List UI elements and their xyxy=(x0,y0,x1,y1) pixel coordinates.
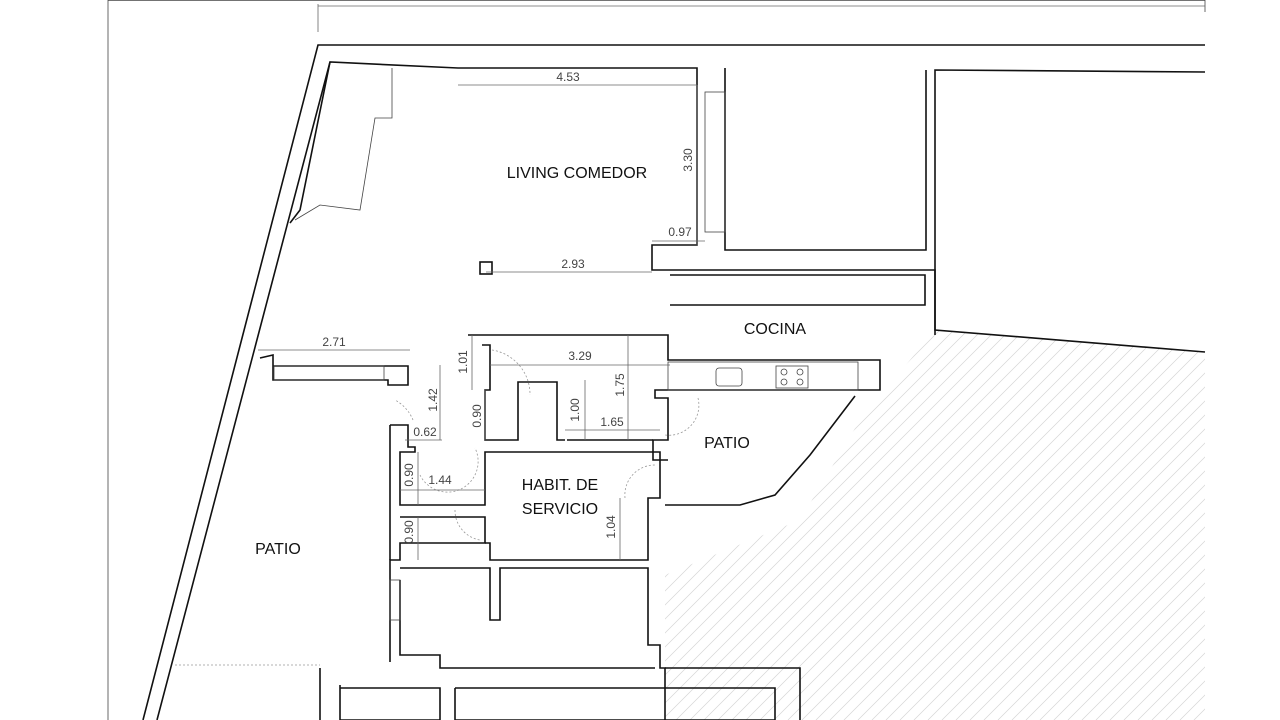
walls xyxy=(142,44,1206,720)
hatch-line xyxy=(829,330,1205,720)
hatch-line xyxy=(675,330,1097,720)
hatch-line xyxy=(1025,330,1205,720)
dimension-lines xyxy=(258,84,705,560)
dimension-label: 0.97 xyxy=(668,225,692,239)
hatch-line xyxy=(703,330,1125,720)
hatch-line xyxy=(1123,330,1205,720)
hatch-line xyxy=(689,330,1111,720)
hatch-line xyxy=(1095,330,1205,720)
hatch-line xyxy=(1109,330,1205,720)
dimension-label: 4.53 xyxy=(556,70,580,84)
dimension-label: 1.65 xyxy=(600,415,624,429)
hatch-line xyxy=(1053,330,1205,720)
hatched-patio-area xyxy=(242,300,1280,720)
hatch-line xyxy=(665,330,705,720)
dimension-label: 1.01 xyxy=(456,350,470,374)
hatch-line xyxy=(1039,330,1205,720)
hatch-line xyxy=(997,330,1205,720)
hatch-line xyxy=(955,330,1205,720)
hatch-line xyxy=(665,330,1083,720)
hatch-line xyxy=(1208,300,1280,720)
hatch-line xyxy=(941,330,1205,720)
dimension-label: 1.00 xyxy=(568,398,582,422)
hatch-line xyxy=(773,330,1195,720)
hatch-line xyxy=(983,330,1205,720)
hatch-line xyxy=(885,330,1205,720)
hatch-line xyxy=(665,330,719,720)
kitchen-counter xyxy=(479,261,859,391)
hatch-line xyxy=(759,330,1181,720)
dimension-label: 3.29 xyxy=(568,349,592,363)
hatch-line xyxy=(1222,300,1280,720)
hatch-line xyxy=(843,330,1205,720)
hatch-line xyxy=(1081,330,1205,720)
hatch-line xyxy=(801,330,1205,720)
hatch-line xyxy=(1067,330,1205,720)
hatch-line xyxy=(1193,330,1205,720)
dimension-label: 3.30 xyxy=(681,148,695,172)
dimension-label: 1.04 xyxy=(604,515,618,539)
hatch-line xyxy=(665,330,1041,720)
dimension-label: 1.75 xyxy=(613,373,627,397)
hatch-line xyxy=(969,330,1205,720)
column xyxy=(479,261,493,275)
hatch-line xyxy=(1250,300,1280,720)
dimension-label: 0.90 xyxy=(470,404,484,428)
dimension-label: 0.62 xyxy=(413,425,437,439)
dimension-label: 0.90 xyxy=(402,520,416,544)
dimension-label: 2.71 xyxy=(322,335,346,349)
hatch-line xyxy=(1165,330,1205,720)
room-label-habitacion: HABIT. DE xyxy=(522,477,598,494)
hatch-line xyxy=(1236,300,1280,720)
sink-icon xyxy=(715,367,743,387)
room-label-patio-left: PATIO xyxy=(255,541,301,558)
hatch-line xyxy=(717,330,1139,720)
room-label-living-comedor: LIVING COMEDOR xyxy=(507,165,647,182)
hatch-line xyxy=(1264,300,1280,720)
dimension-label: 1.42 xyxy=(426,388,440,412)
room-label-servicio: SERVICIO xyxy=(522,501,598,518)
hatch-line xyxy=(665,330,1055,720)
hatch-line xyxy=(857,330,1205,720)
hatch-line xyxy=(899,330,1205,720)
hatch-line xyxy=(871,330,1205,720)
hatch-line xyxy=(242,300,662,720)
hatch-line xyxy=(815,330,1205,720)
sheet-frame xyxy=(107,0,1206,720)
dimension-label: 1.44 xyxy=(428,473,452,487)
hatch-line xyxy=(665,330,691,720)
room-label-cocina: COCINA xyxy=(744,321,807,338)
door-swings xyxy=(394,349,700,541)
hatch-line xyxy=(927,330,1205,720)
dimension-label: 0.90 xyxy=(402,463,416,487)
hatch-line xyxy=(665,330,1069,720)
hatch-line xyxy=(1179,330,1205,720)
dimension-label: 2.93 xyxy=(561,257,585,271)
hatch-line xyxy=(745,330,1167,720)
stove-icon xyxy=(775,365,809,389)
hatch-line xyxy=(1011,330,1205,720)
room-label-patio: PATIO xyxy=(704,435,750,452)
hatch-line xyxy=(913,330,1205,720)
hatch-line xyxy=(731,330,1153,720)
hatch-line xyxy=(787,330,1205,720)
hatch-line xyxy=(1151,330,1205,720)
hatch-line xyxy=(665,330,1027,720)
